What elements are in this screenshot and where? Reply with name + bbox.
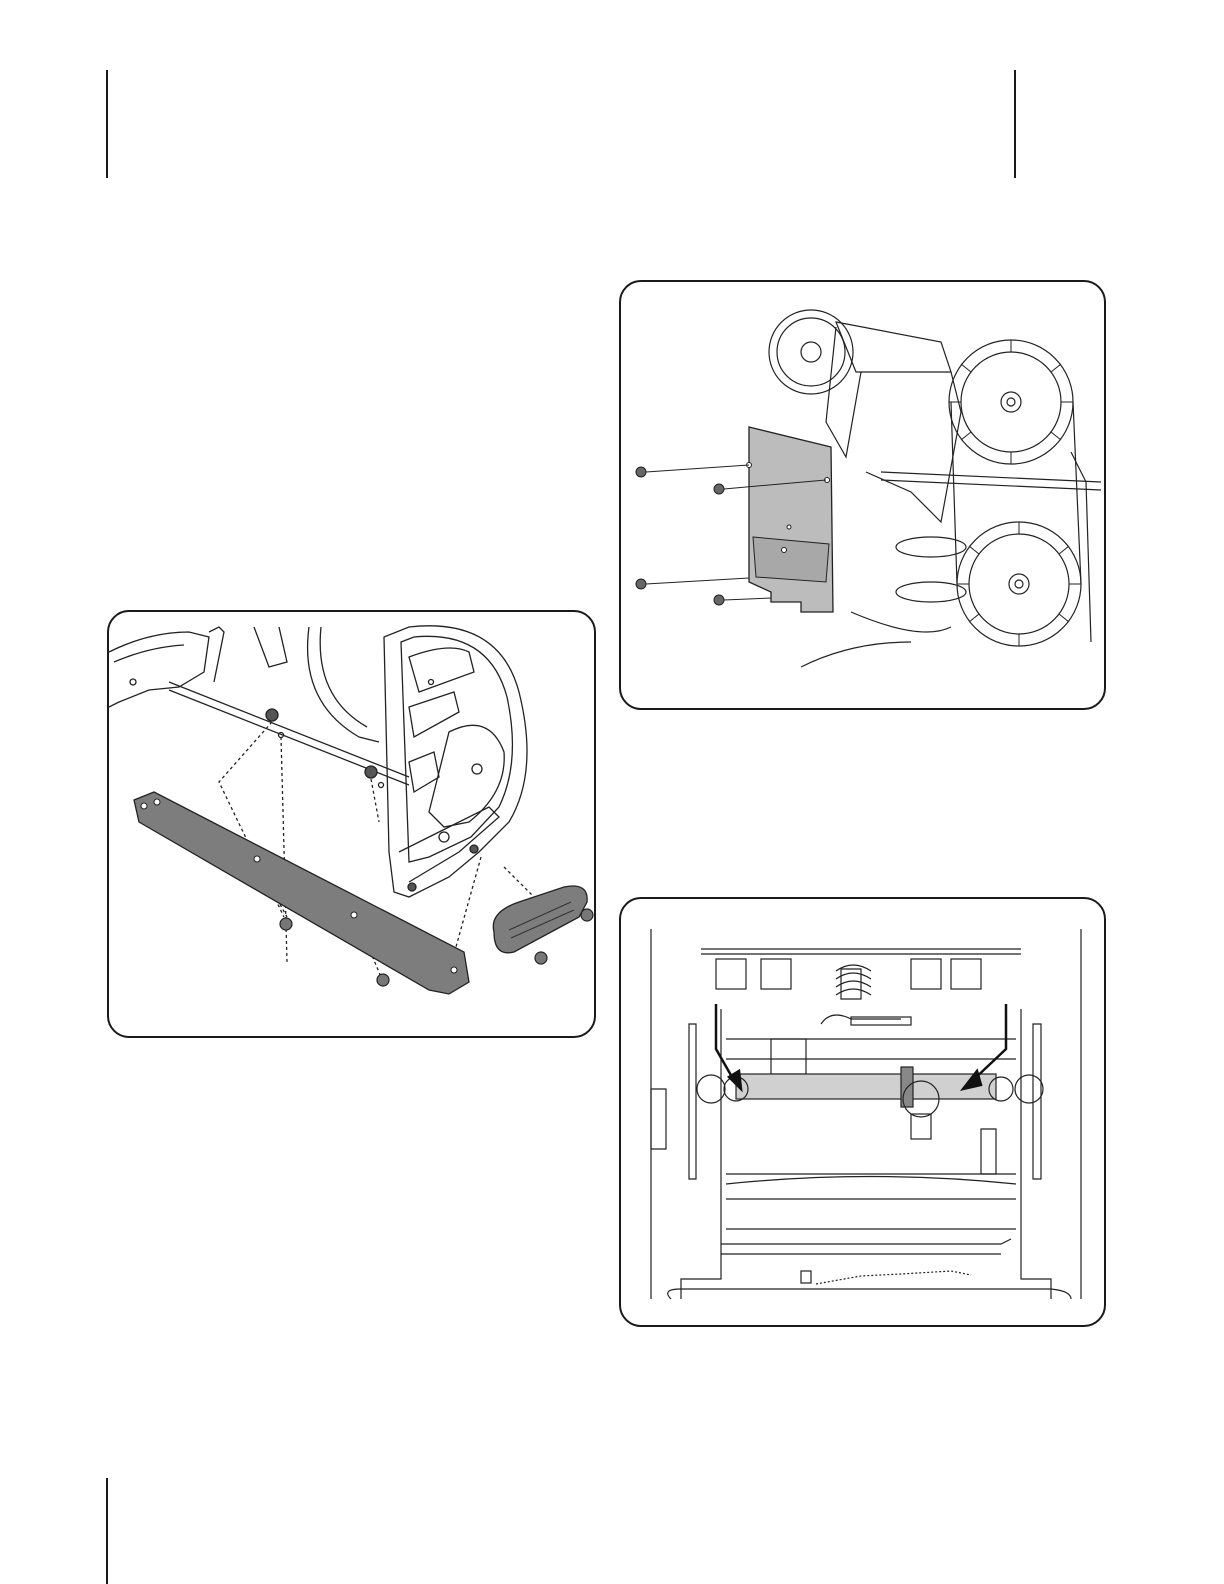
crop-mark-top-left bbox=[106, 70, 108, 178]
figure-drive-shaft bbox=[619, 897, 1106, 1327]
drive-shaft-illustration bbox=[621, 899, 1106, 1327]
crop-mark-top-right bbox=[1014, 70, 1016, 178]
figure-shave-plate bbox=[107, 610, 596, 1038]
belt-cover-illustration bbox=[621, 282, 1106, 710]
figure-belt-cover bbox=[619, 280, 1106, 710]
shave-plate-illustration bbox=[109, 612, 596, 1038]
crop-mark-bottom-left bbox=[106, 1478, 108, 1584]
